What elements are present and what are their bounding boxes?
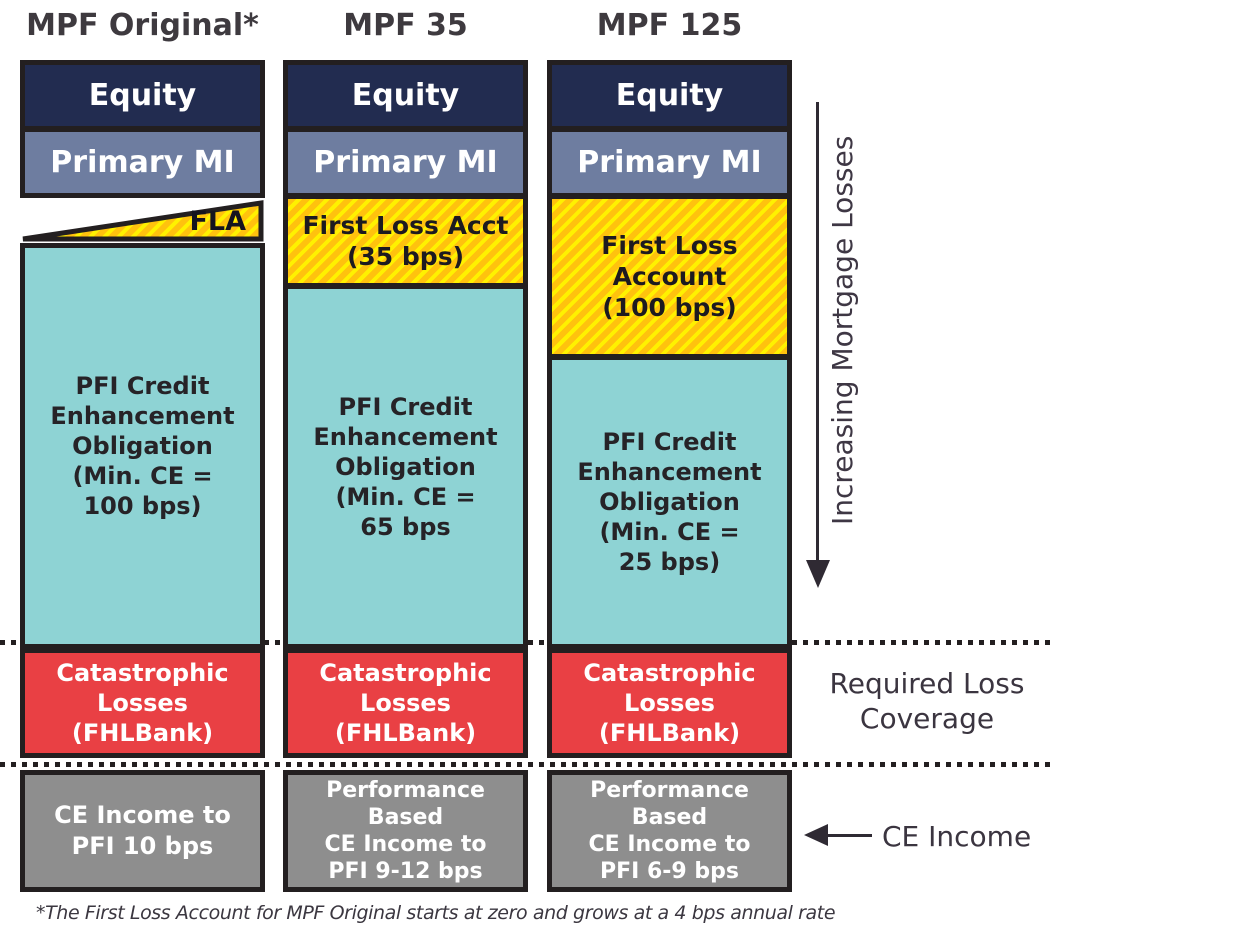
catastrophic-losses-block: Catastrophic Losses (FHLBank) xyxy=(20,648,265,758)
column-title-mpf-125: MPF 125 xyxy=(596,8,743,43)
required-loss-coverage-label: Required Loss Coverage xyxy=(829,667,1025,735)
increasing-mortgage-losses-label: Increasing Mortgage Losses xyxy=(826,135,859,525)
ce-obligation-block: PFI Credit Enhancement Obligation (Min. … xyxy=(288,289,523,644)
segment-divider xyxy=(288,193,523,199)
primary-mi-block: Primary MI xyxy=(552,132,787,193)
mpf-original-equity-pmi-box: Equity Primary MI xyxy=(20,60,265,198)
ce-income-arrow-line xyxy=(826,834,872,837)
fla-label: FLA xyxy=(189,206,246,237)
equity-block: Equity xyxy=(288,65,523,126)
column-title-mpf-original: MPF Original* xyxy=(26,8,259,43)
column-title-mpf-35: MPF 35 xyxy=(343,8,468,43)
left-arrow-icon xyxy=(804,824,828,846)
equity-block: Equity xyxy=(25,65,260,126)
mpf-125-stack-box: Equity Primary MI First Loss Account (10… xyxy=(547,60,792,649)
segment-divider xyxy=(552,193,787,199)
footnote: *The First Loss Account for MPF Original… xyxy=(36,902,836,924)
ce-income-block: CE Income to PFI 10 bps xyxy=(20,770,265,892)
ce-income-block: Performance Based CE Income to PFI 6-9 b… xyxy=(547,770,792,892)
catastrophic-losses-block: Catastrophic Losses (FHLBank) xyxy=(547,648,792,758)
mpf-original-ce-obligation-box: PFI Credit Enhancement Obligation (Min. … xyxy=(20,243,265,649)
equity-block: Equity xyxy=(552,65,787,126)
fla-wedge-shape xyxy=(22,200,264,242)
segment-divider xyxy=(552,354,787,360)
segment-divider xyxy=(552,126,787,132)
down-arrow-icon xyxy=(806,560,830,588)
ce-income-block: Performance Based CE Income to PFI 9-12 … xyxy=(283,770,528,892)
increasing-losses-arrow-line xyxy=(816,102,819,560)
first-loss-account-block: First Loss Acct (35 bps) xyxy=(288,199,523,283)
segment-divider xyxy=(288,283,523,289)
ce-income-label: CE Income xyxy=(882,820,1032,853)
first-loss-account-block: First Loss Account (100 bps) xyxy=(552,199,787,354)
fla-wedge-polygon xyxy=(22,200,264,242)
ce-obligation-block: PFI Credit Enhancement Obligation (Min. … xyxy=(552,360,787,644)
ce-obligation-block: PFI Credit Enhancement Obligation (Min. … xyxy=(25,248,260,644)
catastrophic-losses-block: Catastrophic Losses (FHLBank) xyxy=(283,648,528,758)
primary-mi-block: Primary MI xyxy=(288,132,523,193)
segment-divider xyxy=(25,126,260,132)
primary-mi-block: Primary MI xyxy=(25,132,260,193)
dotted-divider-required-loss-bottom xyxy=(0,762,1050,767)
mpf-35-stack-box: Equity Primary MI First Loss Acct (35 bp… xyxy=(283,60,528,649)
segment-divider xyxy=(288,126,523,132)
